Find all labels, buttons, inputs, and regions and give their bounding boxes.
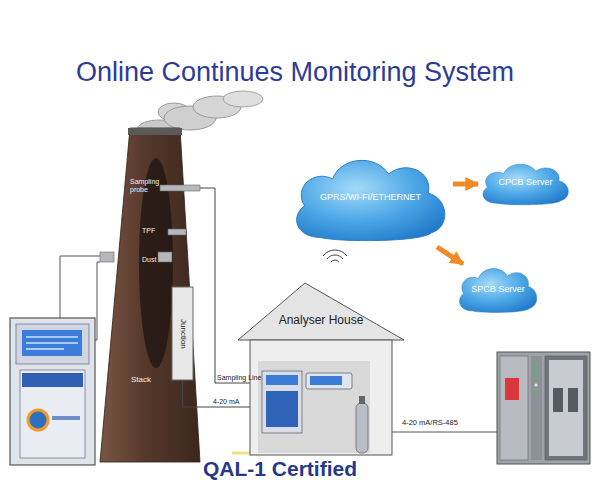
analyser-cabinet <box>262 371 302 433</box>
analyser-screen <box>266 375 298 385</box>
server-label: SPCB Server <box>455 285 541 295</box>
house-interior <box>258 361 370 453</box>
plc-cpu-panel <box>505 378 519 400</box>
signal-wire <box>95 262 100 340</box>
signal-arc <box>327 255 343 259</box>
data-arrow <box>437 247 463 264</box>
signal-wire <box>392 432 497 433</box>
plc-rack <box>497 352 590 464</box>
plc-module-face <box>549 360 583 456</box>
signal-arc <box>331 260 339 262</box>
junction-label: Junction <box>172 287 193 380</box>
plc-led <box>534 362 537 365</box>
chimney-body <box>100 128 200 462</box>
server-cloud: CPCB Server <box>478 160 573 208</box>
smoke-puff <box>223 91 263 107</box>
data-arrow <box>453 182 478 187</box>
display-screen <box>310 376 342 385</box>
display-unit <box>306 373 352 389</box>
dust-sensor <box>158 252 172 262</box>
cabinet-screen <box>22 330 82 356</box>
line-label: Sampling Line <box>217 374 277 382</box>
network-label: GPRS/WI-FI/ETHERNET <box>288 193 453 203</box>
junction-outline <box>172 287 193 380</box>
server-cloud: SPCB Server <box>455 264 541 316</box>
caption: QAL-1 Certified <box>150 457 410 480</box>
signal-label: 4-20 mA/RS-485 <box>402 419 497 427</box>
screen-line <box>26 348 64 350</box>
signal-arc <box>323 250 347 256</box>
probe-label: Sampling probe <box>130 178 166 194</box>
server-label: CPCB Server <box>478 178 573 188</box>
screen-line <box>26 342 78 344</box>
stack-label: Stack <box>131 376 171 385</box>
plc-slot <box>568 388 578 412</box>
plc-cpu <box>500 356 528 460</box>
house-wall <box>250 340 392 455</box>
chimney-cap <box>128 128 182 135</box>
cabinet-body <box>10 318 95 465</box>
cabinet-door <box>20 370 85 458</box>
plc-slot <box>553 388 563 412</box>
cabinet-logo-text <box>52 416 80 420</box>
cabinet-panel <box>16 324 89 364</box>
network-cloud: GPRS/WI-FI/ETHERNET <box>288 152 453 247</box>
sensor-label: TPF <box>142 227 172 235</box>
dust-monitor-cabinet <box>10 318 95 465</box>
house-outline <box>250 283 392 455</box>
sampling-probe <box>160 185 200 191</box>
house-roof <box>238 283 404 340</box>
title: Online Continues Monitoring System <box>0 58 590 88</box>
gas-cylinder <box>356 403 368 453</box>
analyser-door <box>266 391 298 427</box>
line-label: 4-20 mA <box>213 398 263 406</box>
cabinet-label-bar <box>22 373 83 387</box>
tpf-probe <box>168 229 186 235</box>
cabinet-logo <box>28 410 48 430</box>
wireless-signal <box>323 250 347 262</box>
screen-line <box>26 336 78 338</box>
analyser-house: Analyser House <box>250 283 392 455</box>
sensor-label: Dust <box>142 256 172 264</box>
plc-module <box>545 356 587 460</box>
junction-box: Junction <box>172 287 193 380</box>
cylinder-valve <box>359 396 365 404</box>
plc-led <box>534 383 537 386</box>
dust-sensor <box>100 252 114 262</box>
signal-wire <box>60 256 100 318</box>
plc-led-strip <box>531 356 542 460</box>
plc-led <box>534 390 537 393</box>
house-label: Analyser House <box>276 312 366 329</box>
plc-led <box>534 376 537 379</box>
plc-body <box>497 352 590 464</box>
sampling-line <box>200 188 250 383</box>
signal-line <box>183 380 251 407</box>
plc-led <box>534 369 537 372</box>
